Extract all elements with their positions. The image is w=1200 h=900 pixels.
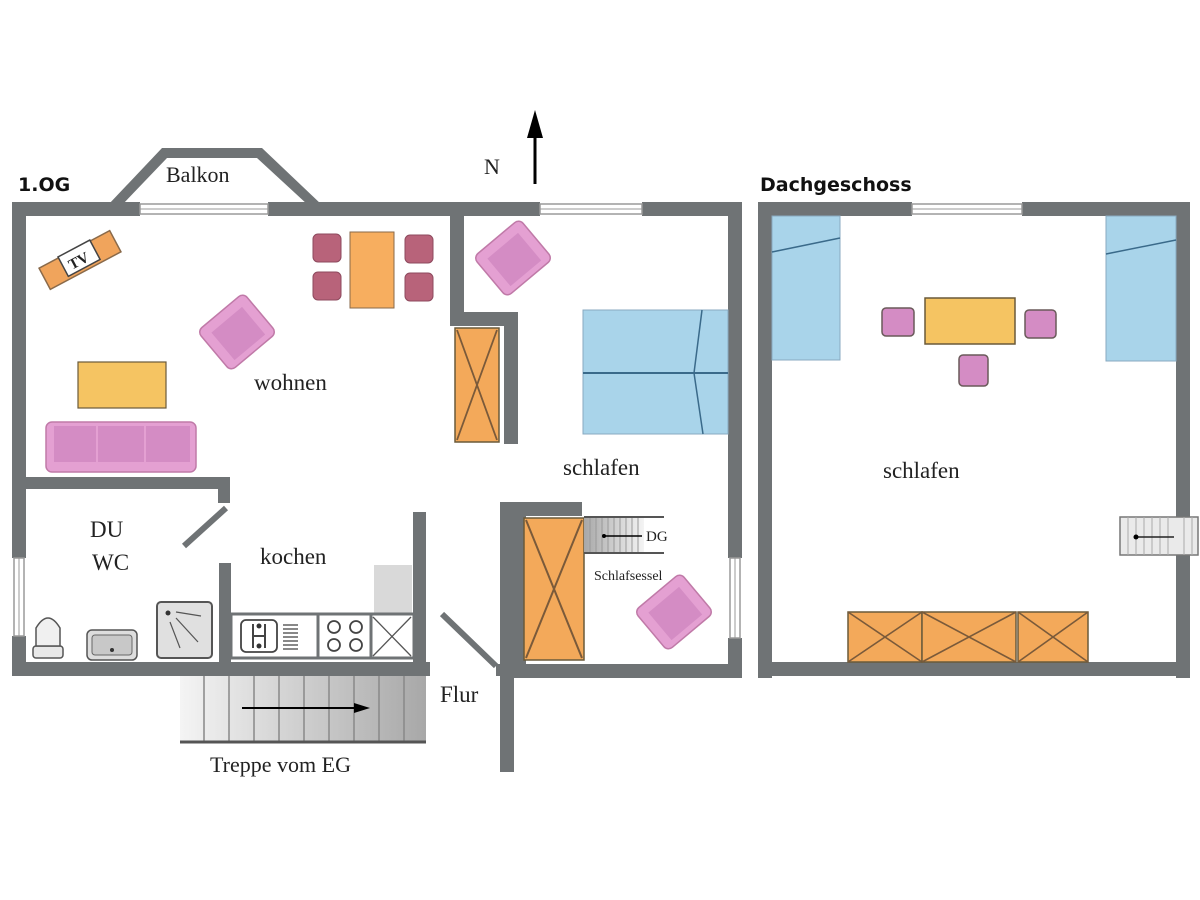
- stairs-from-ground-floor: Treppe vom EG: [180, 676, 426, 777]
- coffee-table: [77, 361, 167, 409]
- stairs-to-attic: DG: [584, 516, 668, 554]
- wardrobe-living: [454, 327, 500, 443]
- arrow-left-icon: [1133, 534, 1139, 540]
- north-arrow: N: [484, 110, 543, 184]
- arrow-left-icon: [602, 534, 606, 538]
- attic-bed-left: [771, 215, 841, 361]
- stove: [327, 620, 363, 652]
- attic-floor-plan: Dachgeschoss schlafen: [758, 174, 1199, 678]
- room-label-hallway: Flur: [440, 682, 479, 707]
- living-armchair: [199, 294, 275, 370]
- sleeper-armchair: [636, 574, 712, 650]
- room-label-living: wohnen: [254, 370, 327, 395]
- sofa: [45, 421, 197, 473]
- attic-title: Dachgeschoss: [760, 174, 912, 196]
- stairs-to-attic-label: DG: [646, 529, 668, 545]
- room-label-kitchen: kochen: [260, 544, 327, 569]
- room-label-bath-du: DU: [90, 517, 124, 542]
- attic-storage: [847, 611, 1089, 663]
- attic-bed-right: [1105, 215, 1177, 362]
- stairs-from-ground-label: Treppe vom EG: [210, 752, 351, 777]
- attic-room-label-bedroom: schlafen: [883, 458, 960, 483]
- toilet: [32, 617, 64, 659]
- balcony: Balkon: [108, 148, 322, 205]
- first-floor-plan: 1.OG Balkon: [12, 110, 742, 777]
- sleeper-chair-label: Schlafsessel: [594, 569, 663, 584]
- fridge: [374, 565, 412, 615]
- sink: [86, 629, 138, 661]
- wardrobe-bedroom: [523, 517, 585, 661]
- double-bed: [582, 309, 729, 435]
- attic-stairs: [1119, 516, 1199, 556]
- north-label: N: [484, 154, 500, 179]
- first-floor-title: 1.OG: [18, 174, 70, 196]
- dining-set: [312, 231, 434, 309]
- outer-walls: [12, 202, 742, 678]
- kitchen-counter: [229, 565, 416, 660]
- shower: [156, 601, 213, 659]
- windows: [13, 203, 741, 639]
- arrow-up-icon: [527, 110, 543, 138]
- bedroom-armchair: [475, 220, 551, 296]
- room-label-bedroom: schlafen: [563, 455, 640, 480]
- tv-cabinet: TV: [38, 229, 122, 291]
- balcony-label: Balkon: [166, 162, 230, 187]
- attic-table-set: [881, 297, 1057, 387]
- room-label-bath-wc: WC: [92, 550, 129, 575]
- interior-walls: [12, 202, 582, 772]
- arrow-right-icon: [354, 703, 370, 713]
